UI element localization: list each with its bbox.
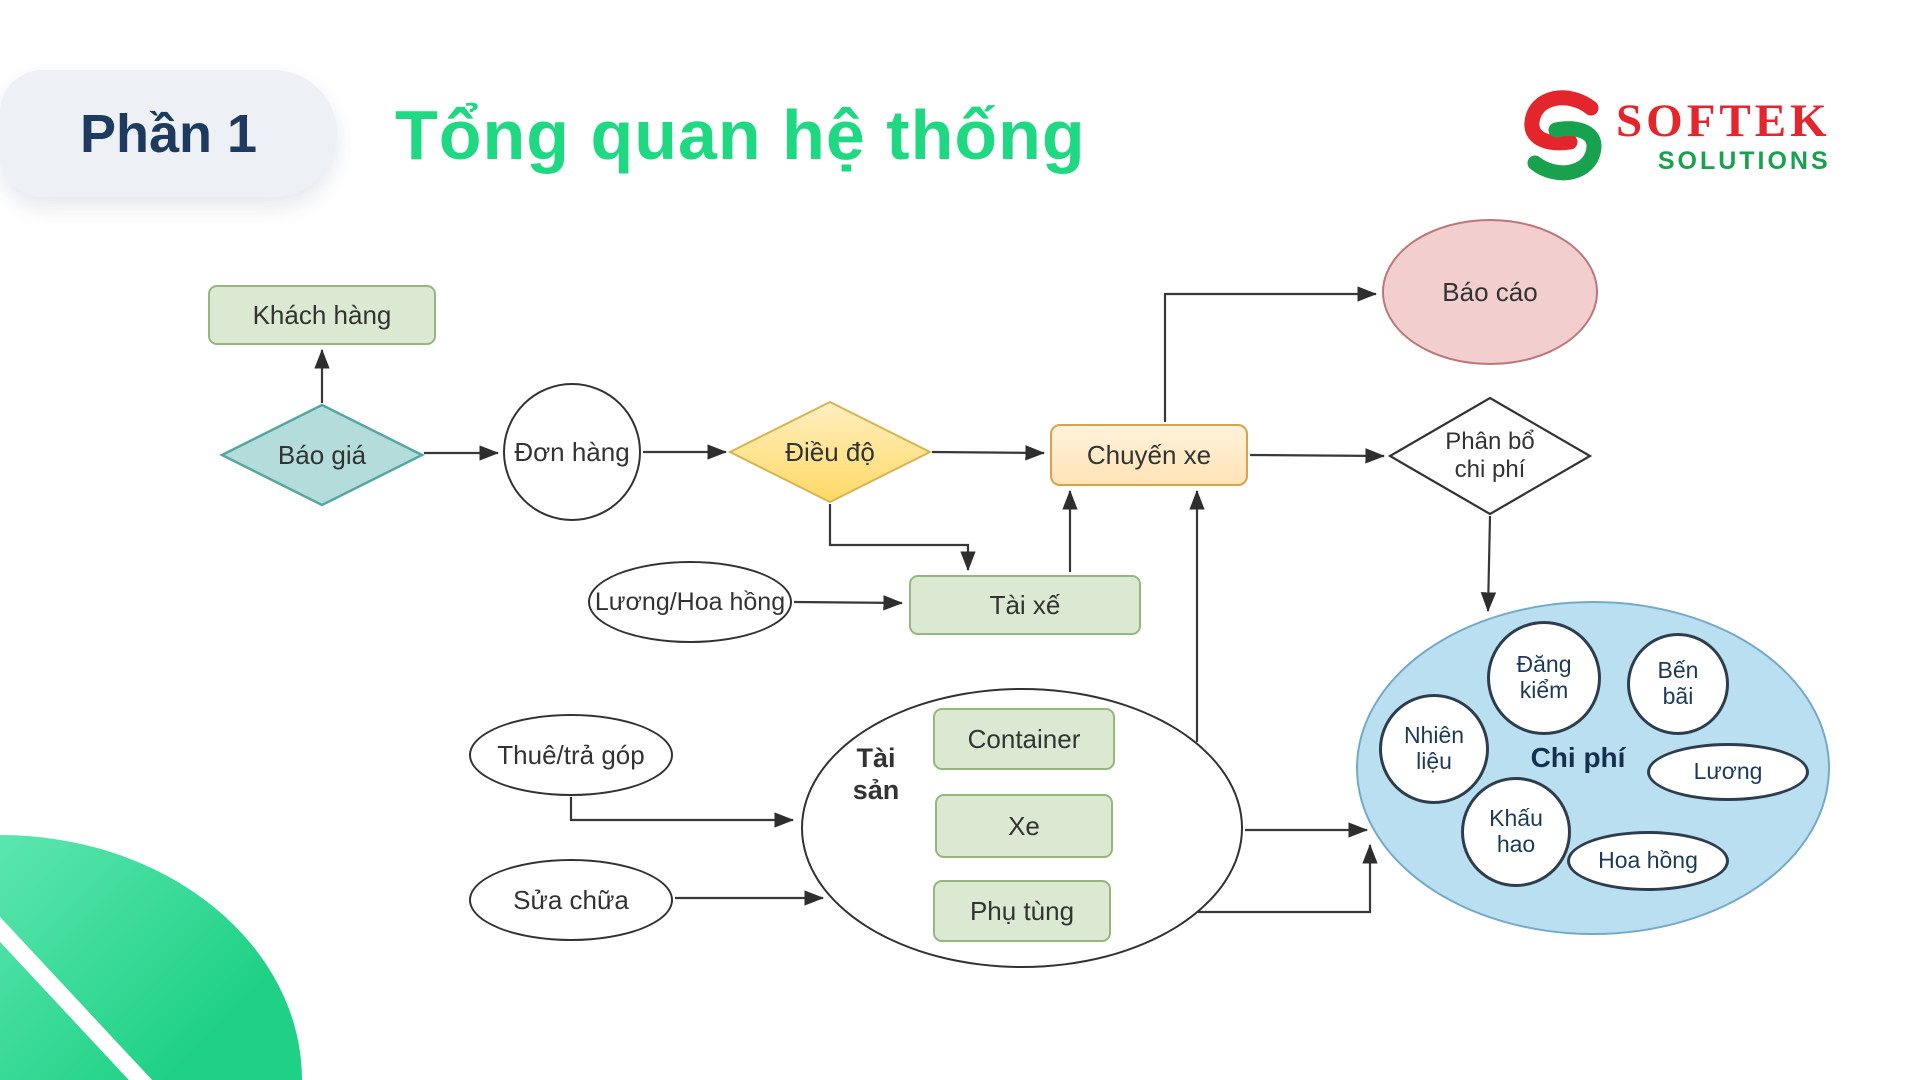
label-xe: Xe [1008, 810, 1040, 841]
node-sua-chua: Sửa chữa [469, 859, 673, 941]
label-chi-phi: Chi phí [1530, 742, 1626, 774]
label-chuyen-xe: Chuyến xe [1086, 439, 1212, 470]
node-tai-xe: Tài xế [909, 575, 1141, 635]
edge-chuyen-xe-to-bao-cao [1163, 286, 1378, 422]
label-phu-tung: Phụ tùng [969, 895, 1075, 926]
label-khach-hang: Khách hàng [252, 299, 392, 330]
logo-s-red-stroke [1524, 90, 1599, 151]
node-thue-tra-gop: Thuê/trả góp [469, 714, 673, 796]
logo-brand: SOFTEK [1616, 95, 1831, 147]
label-sua-chua: Sửa chữa [513, 884, 629, 915]
edge-phan-bo-to-chi-phi [1480, 515, 1497, 613]
edge-luong-hoa-hong-to-tai-xe [793, 595, 904, 611]
logo-subtitle: SOLUTIONS [1657, 147, 1831, 175]
node-dieu-do-diamond [727, 400, 933, 504]
label-bao-gia: Báo giá [277, 439, 367, 470]
node-container: Container [933, 708, 1115, 770]
node-hoa-hong: Hoa hồng [1567, 831, 1729, 891]
label-thue-tra-gop: Thuê/trả góp [497, 739, 645, 770]
node-khach-hang: Khách hàng [208, 285, 436, 345]
label-don-hang: Đơn hàng [514, 436, 630, 467]
edge-dieu-do-to-chuyen-xe [931, 445, 1046, 461]
slide-title: Tổng quan hệ thống [395, 96, 1086, 174]
node-phu-tung: Phụ tùng [933, 880, 1111, 942]
part-badge-label: Phần 1 [79, 103, 258, 164]
node-bao-cao: Báo cáo [1382, 219, 1598, 365]
label-tai-san: Tài sản [852, 743, 900, 805]
node-luong: Lương [1647, 743, 1809, 801]
label-luong-hoa-hong: Lương/Hoa hồng [594, 587, 786, 616]
label-dieu-do: Điều độ [785, 436, 875, 467]
node-khau-hao: Khấu hao [1461, 777, 1571, 887]
part-badge: Phần 1 [0, 70, 337, 197]
node-phan-bo-diamond [1387, 396, 1593, 516]
edge-tai-san-to-chi-phi-elbow [1198, 843, 1378, 914]
softek-logo-mark [1524, 90, 1602, 181]
node-don-hang: Đơn hàng [503, 383, 641, 521]
logo-text: SOFTEK SOLUTIONS [1616, 98, 1831, 174]
edge-dieu-do-to-tai-xe [828, 504, 976, 572]
node-nhien-lieu: Nhiên liệu [1379, 694, 1489, 804]
node-luong-hoa-hong: Lương/Hoa hồng [588, 561, 792, 643]
label-phan-bo-chi-phi: Phân bổ chi phí [1445, 427, 1535, 483]
label-container: Container [967, 723, 1081, 754]
node-xe: Xe [935, 794, 1113, 858]
label-tai-xe: Tài xế [989, 589, 1061, 620]
label-bao-cao: Báo cáo [1442, 276, 1538, 307]
node-bao-gia-diamond [219, 403, 425, 507]
softek-logo: SOFTEK SOLUTIONS [1512, 86, 1831, 186]
node-ben-bai: Bến bãi [1627, 633, 1729, 735]
edge-thue-tra-gop-to-tai-san [569, 797, 795, 828]
logo-s-green-stroke [1527, 121, 1602, 181]
edge-chuyen-xe-to-phan-bo [1249, 448, 1386, 464]
node-chuyen-xe: Chuyến xe [1050, 424, 1248, 486]
node-dang-kiem: Đăng kiểm [1487, 621, 1601, 735]
